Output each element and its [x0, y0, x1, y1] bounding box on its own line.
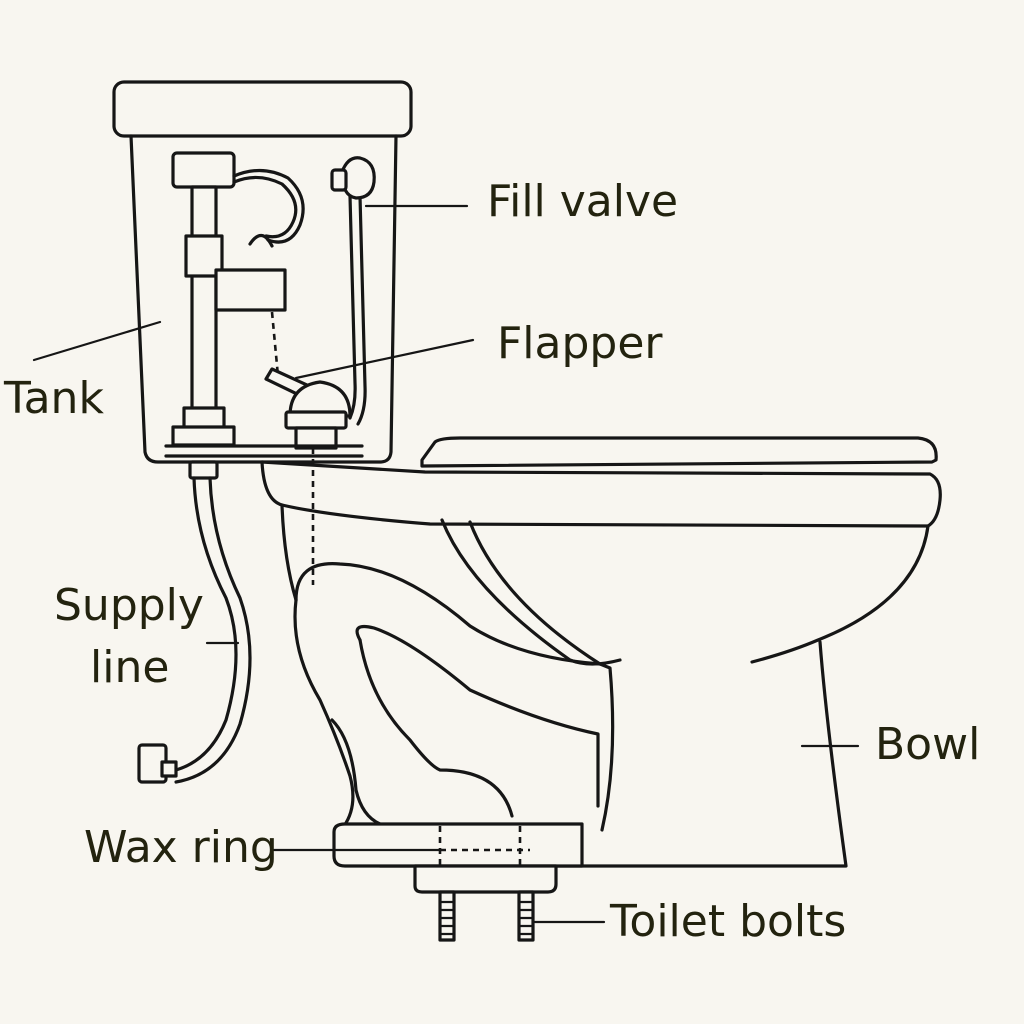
leader-flapper — [294, 338, 475, 380]
overflow-tube-collar — [184, 234, 224, 278]
leader-lines — [32, 204, 860, 924]
wax-ring — [332, 822, 584, 868]
label-supply-line-2: line — [90, 642, 170, 693]
supply-line — [137, 460, 252, 784]
fill-valve — [330, 156, 376, 426]
overflow-tube-cap — [171, 151, 236, 189]
toilet-seat — [420, 436, 938, 468]
flapper-assembly — [264, 367, 352, 450]
label-wax-ring: Wax ring — [84, 822, 278, 873]
bowl-rim — [260, 460, 942, 528]
flapper-seat — [284, 410, 348, 430]
overflow-tube-foot — [171, 425, 236, 447]
float-cup — [214, 268, 287, 312]
bowl — [260, 436, 942, 868]
label-bowl: Bowl — [875, 719, 981, 770]
flapper-dome — [288, 380, 352, 418]
refill-tube — [232, 168, 305, 248]
floor-flange — [413, 864, 558, 894]
tank — [112, 80, 413, 464]
tank-lid — [112, 80, 413, 138]
lift-chain — [270, 311, 280, 377]
flush-valve-base — [294, 426, 338, 450]
fill-valve-float — [340, 156, 376, 200]
overflow-tube — [171, 151, 236, 447]
label-fill-valve: Fill valve — [487, 176, 679, 227]
label-toilet-bolts: Toilet bolts — [610, 896, 847, 947]
tank-base-plate — [164, 444, 364, 458]
label-flapper: Flapper — [497, 318, 663, 369]
overflow-tube-body — [190, 185, 218, 411]
toilet-bolts — [438, 890, 535, 942]
label-supply-line-1: Supply — [54, 580, 204, 631]
leader-tank — [32, 320, 162, 362]
label-tank: Tank — [4, 373, 104, 424]
